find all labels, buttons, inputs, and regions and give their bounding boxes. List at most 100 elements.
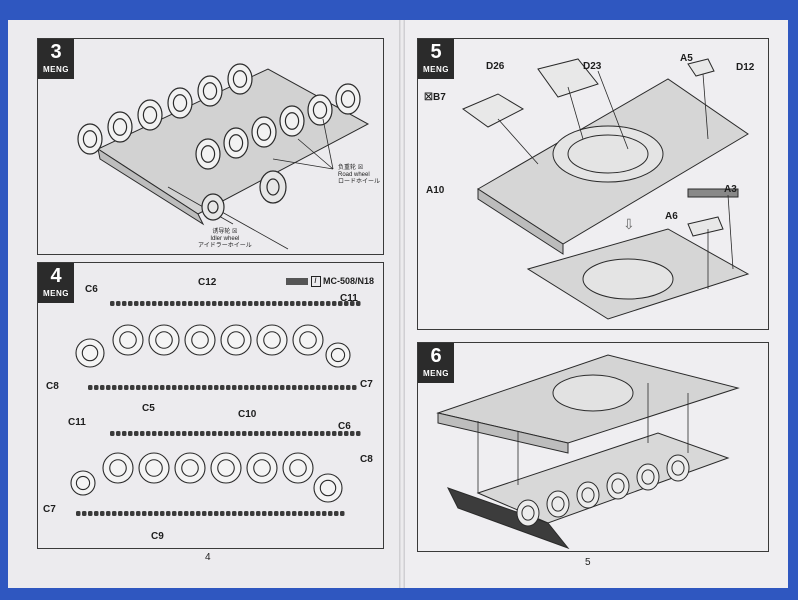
track-link: [148, 511, 153, 516]
part-c6-bottom: C6: [338, 421, 351, 432]
track-link: [268, 385, 273, 390]
track-link: [344, 301, 349, 306]
track-link: [118, 511, 123, 516]
part-c11-bottom: C11: [68, 417, 86, 428]
track-link: [142, 511, 147, 516]
track-link: [184, 511, 189, 516]
glue-note-text: MC-508/N18: [323, 276, 375, 286]
track-link: [158, 301, 163, 306]
part-c9: C9: [151, 531, 164, 542]
track-link: [350, 301, 355, 306]
track-link: [266, 431, 271, 436]
track-link: [110, 301, 115, 306]
part-c5: C5: [142, 403, 155, 414]
brand-logo: MENG: [423, 369, 449, 378]
track-link: [140, 301, 145, 306]
track-link: [304, 511, 309, 516]
road-wheel-jp: 负重轮: [338, 165, 357, 171]
track-link: [244, 511, 249, 516]
track-link: [100, 511, 105, 516]
road-wheel: [200, 145, 216, 163]
track-link: [262, 511, 267, 516]
track-link: [226, 385, 231, 390]
track-link: [280, 385, 285, 390]
track-link: [298, 385, 303, 390]
road-wheel: [191, 331, 209, 349]
track-link: [152, 431, 157, 436]
road-wheel: [82, 130, 98, 148]
track-link: [262, 385, 267, 390]
track-link: [128, 431, 133, 436]
track-link: [236, 431, 241, 436]
step-5-panel: 5 MENG ⇩ D26 D23 A5 D12 ☒B7 A10: [417, 38, 769, 330]
glue-icon: /: [310, 276, 321, 288]
track-link: [184, 385, 189, 390]
part-d26: D26: [486, 61, 505, 72]
part-c8-top: C8: [46, 381, 59, 392]
road-wheel: [119, 331, 137, 349]
track-link: [308, 431, 313, 436]
track-link: [326, 431, 331, 436]
step-6-panel: 6 MENG: [417, 342, 769, 552]
track-link: [302, 431, 307, 436]
track-link: [328, 385, 333, 390]
track-link: [94, 511, 99, 516]
track-link: [356, 431, 361, 436]
idler-wheel: [75, 475, 91, 491]
part-b7-text: B7: [432, 92, 446, 103]
track-link: [314, 301, 319, 306]
track-link: [206, 301, 211, 306]
upper-hull-parts-diagram: ⇩: [461, 58, 750, 320]
track-link: [164, 431, 169, 436]
track-link: [164, 301, 169, 306]
part-c7-top: C7: [360, 379, 373, 390]
track-link: [346, 385, 351, 390]
road-wheel: [284, 112, 300, 130]
track-link: [296, 431, 301, 436]
track-link: [220, 385, 225, 390]
track-link: [176, 301, 181, 306]
track-link: [166, 385, 171, 390]
track-link: [278, 431, 283, 436]
sprocket-wheel: [319, 479, 337, 497]
track-link: [176, 431, 181, 436]
track-link: [298, 511, 303, 516]
track-link: [82, 511, 87, 516]
track-link: [100, 385, 105, 390]
road-wheel: [202, 82, 218, 100]
road-wheel: [581, 487, 595, 503]
brand-logo: MENG: [43, 65, 69, 74]
sprocket-wheel: [81, 344, 99, 362]
track-link: [248, 301, 253, 306]
track-link: [134, 301, 139, 306]
track-link: [116, 431, 121, 436]
road-wheel: [253, 459, 271, 477]
track-link: [290, 301, 295, 306]
track-link: [344, 431, 349, 436]
road-wheel: [263, 331, 281, 349]
track-link: [224, 431, 229, 436]
track-link: [250, 385, 255, 390]
track-link: [142, 385, 147, 390]
track-link: [94, 385, 99, 390]
track-link: [320, 301, 325, 306]
step-number: 6: [430, 345, 442, 367]
road-wheel: [551, 496, 565, 512]
svg-text:⇩: ⇩: [623, 216, 635, 232]
glue-note: / MC-508/N18: [286, 276, 375, 288]
track-link: [236, 301, 241, 306]
page-number-right: 5: [585, 557, 591, 568]
track-link: [194, 431, 199, 436]
part-c7-bottom: C7: [43, 504, 56, 515]
track-link: [286, 385, 291, 390]
step-5-badge: 5 MENG: [418, 39, 454, 79]
step-4-badge: 4 MENG: [38, 263, 74, 303]
road-wheel: [232, 70, 248, 88]
part-a6: A6: [665, 211, 678, 222]
track-link: [200, 301, 205, 306]
road-wheel: [289, 459, 307, 477]
track-link: [196, 511, 201, 516]
track-link: [266, 301, 271, 306]
track-link: [350, 431, 355, 436]
road-wheel: [256, 123, 272, 141]
